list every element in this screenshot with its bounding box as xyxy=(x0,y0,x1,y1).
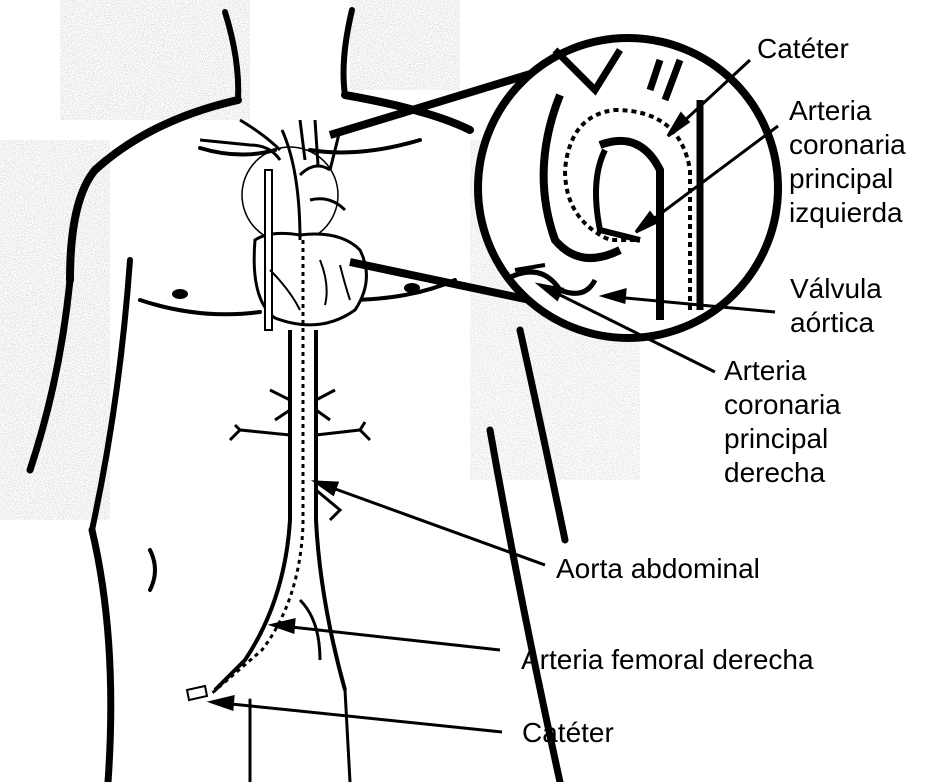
label-arteria-femoral: Arteria femoral derecha xyxy=(521,643,814,677)
label-aorta-abdominal-text: Aorta abdominal xyxy=(556,552,760,586)
nipple-left xyxy=(172,289,188,299)
label-arteria-derecha-line1: Arteria xyxy=(724,354,841,388)
clavicle-left xyxy=(200,148,275,155)
nipple-right xyxy=(404,283,420,293)
label-cateter-top: Catéter xyxy=(757,32,849,66)
waist-left xyxy=(92,530,111,782)
label-cateter-bottom-text: Catéter xyxy=(522,716,614,750)
label-arteria-izquierda-line1: Arteria xyxy=(789,94,906,128)
label-arteria-izquierda-line2: coronaria xyxy=(789,128,906,162)
label-arteria-derecha-line4: derecha xyxy=(724,456,841,490)
chest-left xyxy=(140,300,260,314)
label-arteria-izquierda-line4: izquierda xyxy=(789,196,906,230)
label-aorta-abdominal: Aorta abdominal xyxy=(556,552,760,586)
neck-vessels xyxy=(200,120,340,170)
label-cateter-top-text: Catéter xyxy=(757,32,849,66)
clavicle-right xyxy=(310,140,420,152)
catheter-tip xyxy=(187,686,207,700)
label-cateter-bottom: Catéter xyxy=(522,716,614,750)
neck-right xyxy=(344,10,352,95)
label-arteria-derecha-line3: principal xyxy=(724,422,841,456)
heart-zoom-circle xyxy=(242,147,338,243)
label-arteria-izquierda-line3: principal xyxy=(789,162,906,196)
label-valvula-aortica: Válvula aórtica xyxy=(790,272,882,340)
label-arteria-derecha: Arteria coronaria principal derecha xyxy=(724,354,841,490)
label-valvula-line1: Válvula xyxy=(790,272,882,306)
thigh-right xyxy=(345,690,350,782)
body-outline xyxy=(30,10,565,782)
abdomen-line xyxy=(150,550,155,590)
label-arteria-femoral-text: Arteria femoral derecha xyxy=(521,643,814,677)
label-arteria-derecha-line2: coronaria xyxy=(724,388,841,422)
label-valvula-line2: aórtica xyxy=(790,306,882,340)
label-arteria-izquierda: Arteria coronaria principal izquierda xyxy=(789,94,906,230)
